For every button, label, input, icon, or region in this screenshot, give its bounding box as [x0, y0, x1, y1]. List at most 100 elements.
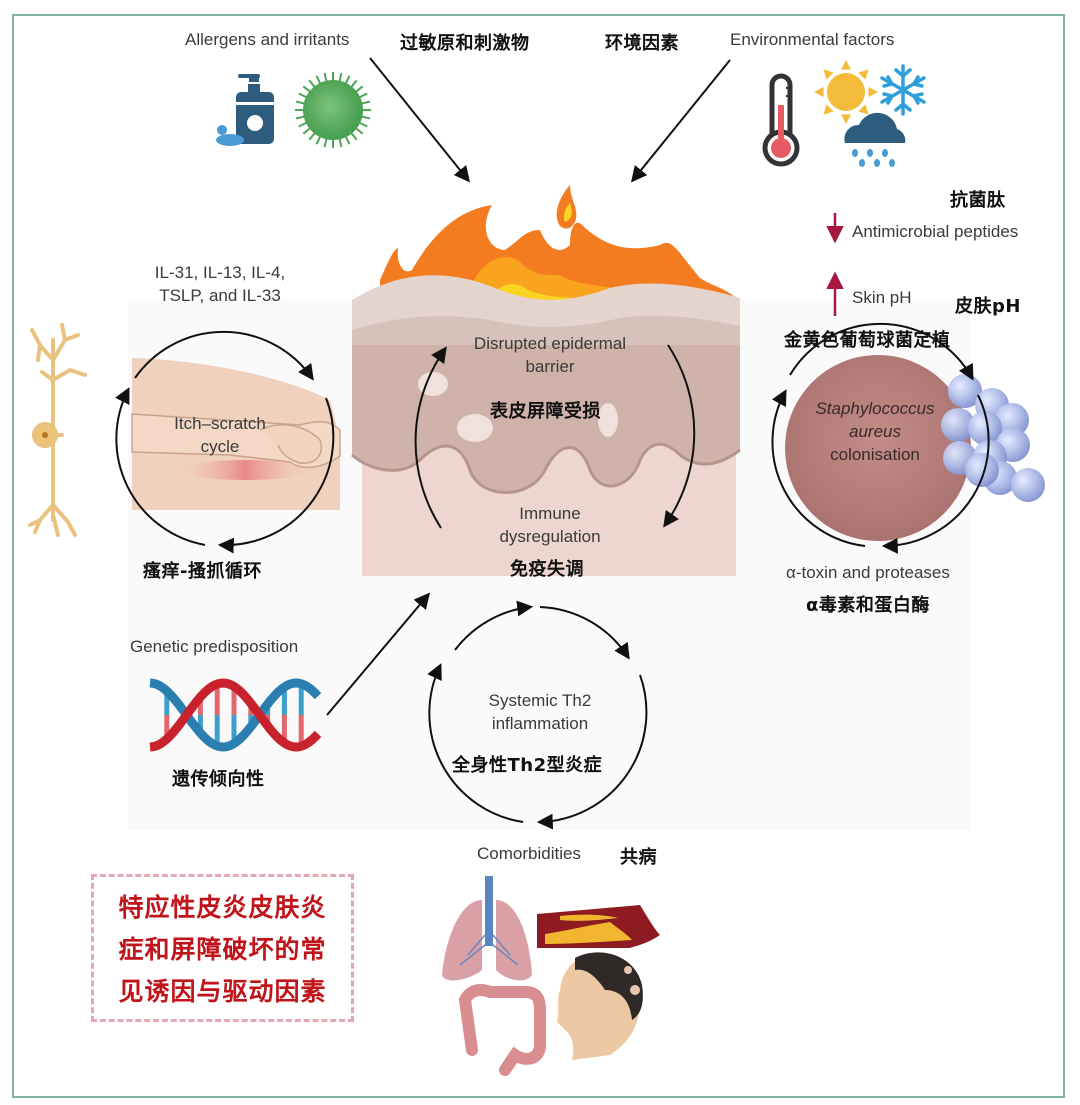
staph-coccus — [1011, 468, 1045, 502]
staph-coccus — [968, 411, 1002, 445]
pollen-spike — [343, 132, 351, 145]
pollen-spike — [323, 135, 329, 148]
amp-label-zh: 抗菌肽 — [950, 190, 1006, 211]
allergens-label-zh: 过敏原和刺激物 — [400, 33, 530, 54]
sun-ray — [814, 86, 824, 98]
sun-icon — [814, 60, 878, 124]
arm-scratching-illustration — [131, 358, 341, 510]
title-line-2: 症和屏障破坏的常 — [118, 935, 327, 964]
immune-label: Immune dysregulation — [465, 503, 635, 549]
itch-cycle-arrows — [115, 330, 335, 554]
ph-label-zh: 皮肤pH — [955, 296, 1021, 317]
pollen-spike — [295, 114, 308, 120]
lungs-icon — [442, 876, 532, 981]
pollen-spike — [315, 132, 323, 145]
sun-ray — [823, 69, 834, 80]
title-callout-box: 特应性皮炎皮肤炎 症和屏障破坏的常 见诱因与驱动因素 — [91, 874, 354, 1022]
environment-label: Environmental factors — [730, 30, 895, 49]
immune-line-1: Immune — [519, 504, 581, 523]
pollen-spike — [337, 72, 343, 85]
snowflake-icon — [880, 64, 926, 116]
pollen-spike — [302, 85, 314, 95]
itch-cycle-label: Itch–scratch cycle — [150, 413, 290, 459]
title-line-1: 特应性皮炎皮肤炎 — [118, 893, 327, 922]
ph-label: Skin pH — [852, 288, 912, 307]
comorbidities-label: Comorbidities — [477, 844, 581, 863]
th2-line-2: inflammation — [491, 713, 589, 733]
pollen-spike — [348, 79, 358, 91]
cytokines-line-2: TSLP, and IL-33 — [159, 285, 281, 305]
cytokines-line-1: IL-31, IL-13, IL-4, — [154, 263, 286, 282]
staph-coccus — [941, 408, 975, 442]
colonisation-label-zh: 金黄色葡萄球菌定植 — [784, 330, 951, 351]
artery-plaque-icon — [537, 905, 660, 948]
itch-cycle-line-2: cycle — [200, 436, 240, 456]
barrier-line-1: Disrupted epidermal — [473, 334, 627, 353]
immune-label-zh: 免疫失调 — [510, 559, 584, 580]
staph-line-3: colonisation — [830, 444, 920, 464]
pollen-spike — [337, 135, 343, 148]
pollen-spike — [302, 125, 314, 135]
sun-ray — [868, 86, 878, 98]
center-cycle-arrows — [414, 344, 696, 529]
pollen-spike — [358, 100, 371, 106]
barrier-label: Disrupted epidermal barrier — [440, 333, 660, 379]
toxin-label: α-toxin and proteases — [786, 563, 950, 582]
sun-ray — [840, 60, 852, 70]
title-callout-text: 特应性皮炎皮肤炎 症和屏障破坏的常 见诱因与驱动因素 — [94, 887, 351, 1013]
sun-ray — [840, 114, 852, 124]
skin-barrier-illustration — [351, 185, 741, 576]
th2-cycle-arrows — [427, 600, 648, 830]
pollen-icon — [295, 72, 371, 148]
itch-cycle-label-zh: 瘙痒-搔抓循环 — [143, 561, 262, 582]
sun-ray — [858, 69, 869, 80]
pollen-spike — [295, 100, 308, 106]
pollen-spike — [298, 120, 311, 128]
comorbidities-label-zh: 共病 — [620, 847, 657, 868]
staph-label: Staphylococcus aureus colonisation — [800, 398, 950, 467]
dna-strand-blue — [149, 678, 322, 752]
genetic-label: Genetic predisposition — [130, 637, 299, 656]
staph-line-2: aureus — [849, 421, 901, 441]
staph-coccus — [995, 403, 1029, 437]
staph-cycle-arrows — [771, 322, 990, 554]
allergens-label: Allergens and irritants — [185, 30, 350, 49]
barrier-label-zh: 表皮屏障受损 — [490, 401, 601, 422]
immune-line-2: dysregulation — [499, 526, 601, 546]
pollen-spike — [343, 75, 351, 88]
th2-line-1: Systemic Th2 — [488, 691, 592, 710]
pollen-spike — [352, 125, 364, 135]
toxin-label-zh: α毒素和蛋白酶 — [806, 595, 930, 616]
dna-icon — [149, 678, 322, 752]
pollen-spike — [315, 75, 323, 88]
rain-cloud-icon — [844, 112, 906, 167]
th2-label-zh: 全身性Th2型炎症 — [452, 755, 603, 776]
soap-pump-icon — [216, 74, 274, 146]
pollen-spike — [298, 92, 311, 100]
pollen-spike — [358, 114, 371, 120]
cytokines-label: IL-31, IL-13, IL-4, TSLP, and IL-33 — [120, 262, 320, 308]
pollen-spike — [348, 129, 358, 141]
pollen-spike — [355, 92, 368, 100]
neuron-icon — [28, 323, 87, 537]
pollen-spike — [308, 79, 318, 91]
sun-ray — [823, 104, 834, 115]
allergens-arrow — [369, 57, 471, 183]
title-line-3: 见诱因与驱动因素 — [118, 977, 327, 1006]
staph-line-1: Staphylococcus — [815, 399, 935, 418]
pollen-spike — [355, 120, 368, 128]
itch-cycle-line-1: Itch–scratch — [174, 414, 266, 433]
dna-strand-red — [149, 678, 322, 752]
pollen-spike — [323, 72, 329, 85]
staph-colonisation-illustration — [785, 355, 1045, 541]
th2-label: Systemic Th2 inflammation — [455, 690, 625, 736]
amp-label: Antimicrobial peptides — [852, 222, 1019, 241]
environment-arrow — [630, 59, 731, 183]
environment-label-zh: 环境因素 — [605, 33, 679, 54]
head-alopecia-icon — [557, 952, 643, 1060]
pollen-spike — [308, 129, 318, 141]
genetic-label-zh: 遗传倾向性 — [172, 769, 265, 790]
genetic-arrow — [326, 592, 431, 716]
sun-ray — [858, 104, 869, 115]
